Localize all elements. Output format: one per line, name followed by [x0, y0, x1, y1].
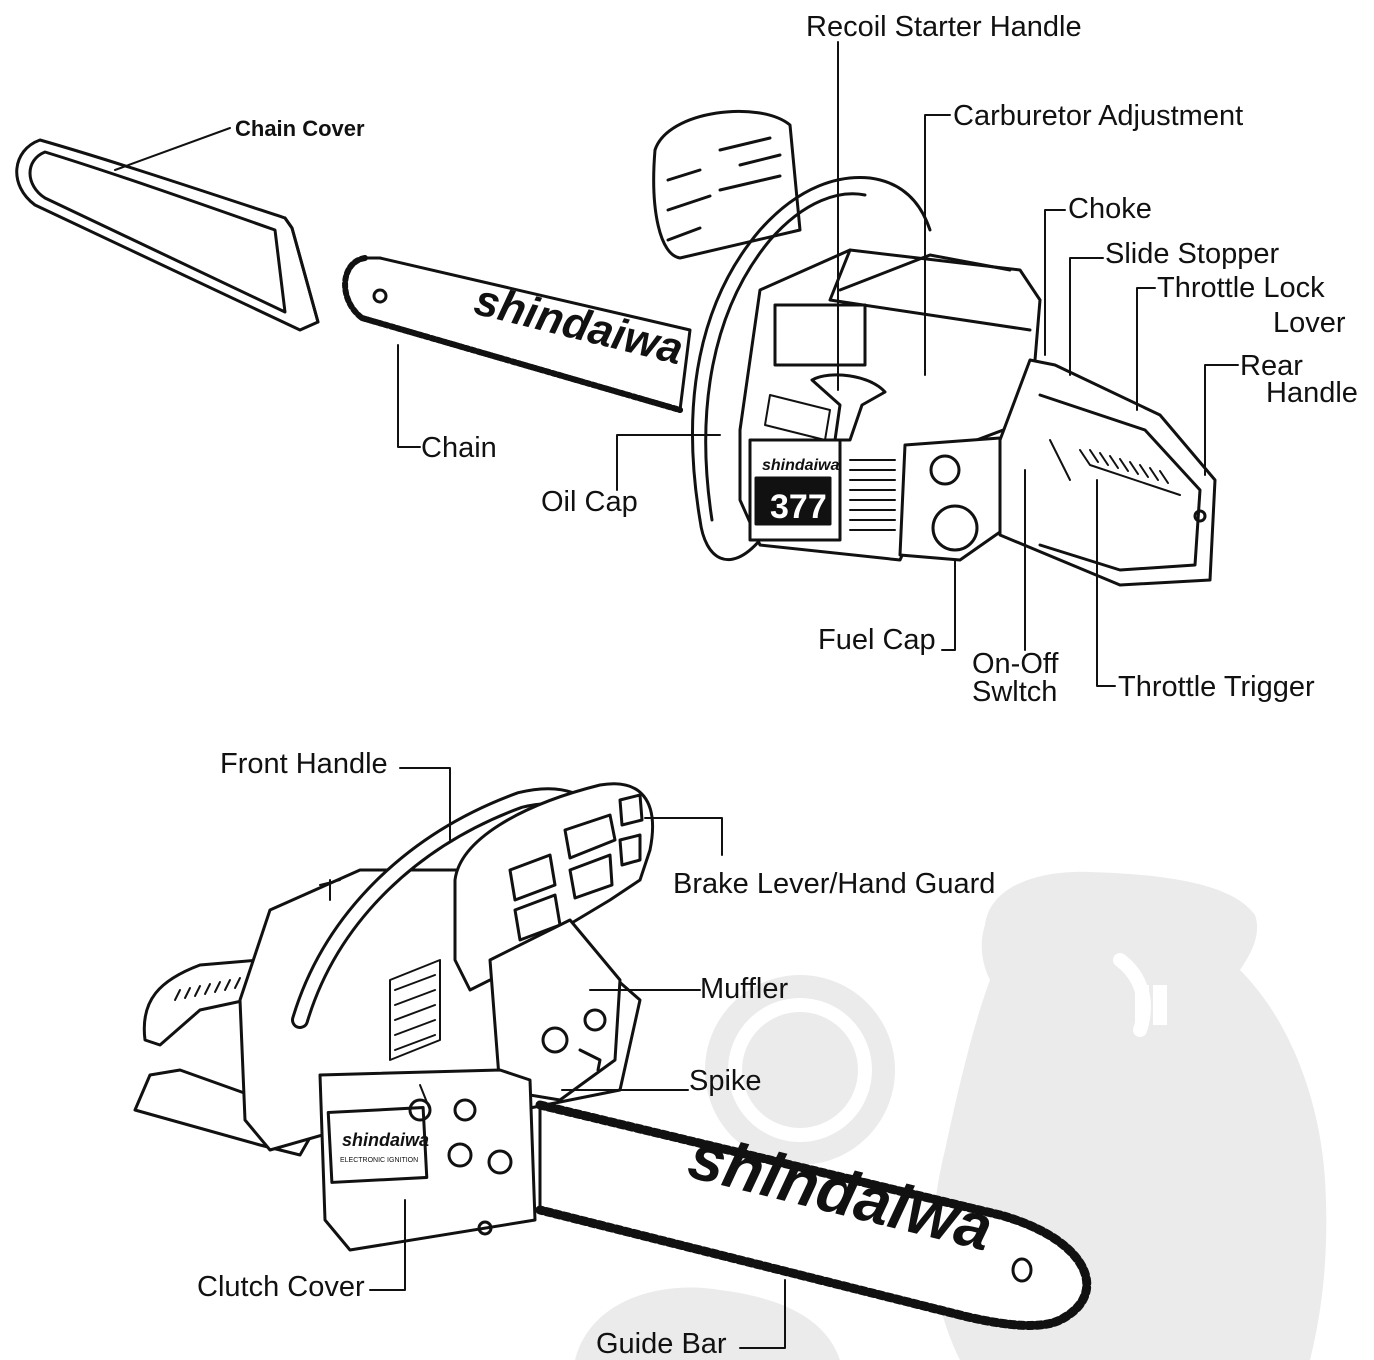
label-throttle-lock-lover-line1: Throttle Lock: [1157, 272, 1325, 304]
label-spike: Spike: [689, 1065, 762, 1097]
label-oil-cap: Oil Cap: [541, 486, 638, 518]
label-choke: Choke: [1068, 193, 1152, 225]
top-chain: [359, 315, 683, 413]
bottom-hand-guard: [453, 782, 655, 992]
bottom-clutch-cover: shindaiwa ELECTRONIC IGNITION: [318, 1068, 537, 1252]
model-number: 377: [770, 488, 827, 526]
label-guide-bar: Guide Bar: [596, 1328, 727, 1360]
label-front-handle: Front Handle: [220, 748, 388, 780]
label-on-off-switch-line2: Swltch: [972, 676, 1058, 708]
clutch-cover-brand: shindaiwa: [342, 1130, 429, 1150]
ignition-plate-text: ELECTRONIC IGNITION: [340, 1157, 418, 1164]
top-starter-cover: shindaiwa 377: [748, 394, 896, 542]
top-rear-handle: [998, 358, 1217, 587]
label-chain: Chain: [421, 432, 497, 464]
top-engine-brand: shindaiwa: [762, 457, 839, 474]
label-throttle-lock-lover-line2: Lover: [1273, 307, 1346, 339]
label-rear-handle-line2: Handle: [1266, 377, 1358, 409]
chain-cover-drawing: [15, 138, 320, 332]
label-on-off-switch-line1: On-Off: [972, 648, 1059, 680]
label-recoil-starter-handle: Recoil Starter Handle: [806, 11, 1082, 43]
label-brake-lever-hand-guard: Brake Lever/Hand Guard: [673, 868, 996, 900]
label-throttle-trigger: Throttle Trigger: [1118, 671, 1315, 703]
label-slide-stopper: Slide Stopper: [1105, 238, 1280, 270]
label-clutch-cover: Clutch Cover: [197, 1271, 365, 1303]
top-front-handle: [691, 176, 932, 562]
top-fuel-tank: [898, 436, 1012, 562]
label-chain-cover: Chain Cover: [235, 116, 365, 141]
label-carburetor-adjustment: Carburetor Adjustment: [953, 100, 1244, 132]
beaver-teeth: [1135, 985, 1167, 1025]
top-leader-lines: [114, 41, 1239, 687]
label-rear-handle-line1: Rear: [1240, 350, 1303, 382]
bottom-guide-bar: shindaiwa: [535, 1100, 1092, 1330]
bottom-leader-lines: [369, 767, 786, 1349]
top-hand-guard: [652, 109, 802, 260]
label-muffler: Muffler: [700, 973, 789, 1005]
top-guide-bar: shindaiwa: [342, 255, 692, 413]
label-fuel-cap: Fuel Cap: [818, 624, 936, 656]
